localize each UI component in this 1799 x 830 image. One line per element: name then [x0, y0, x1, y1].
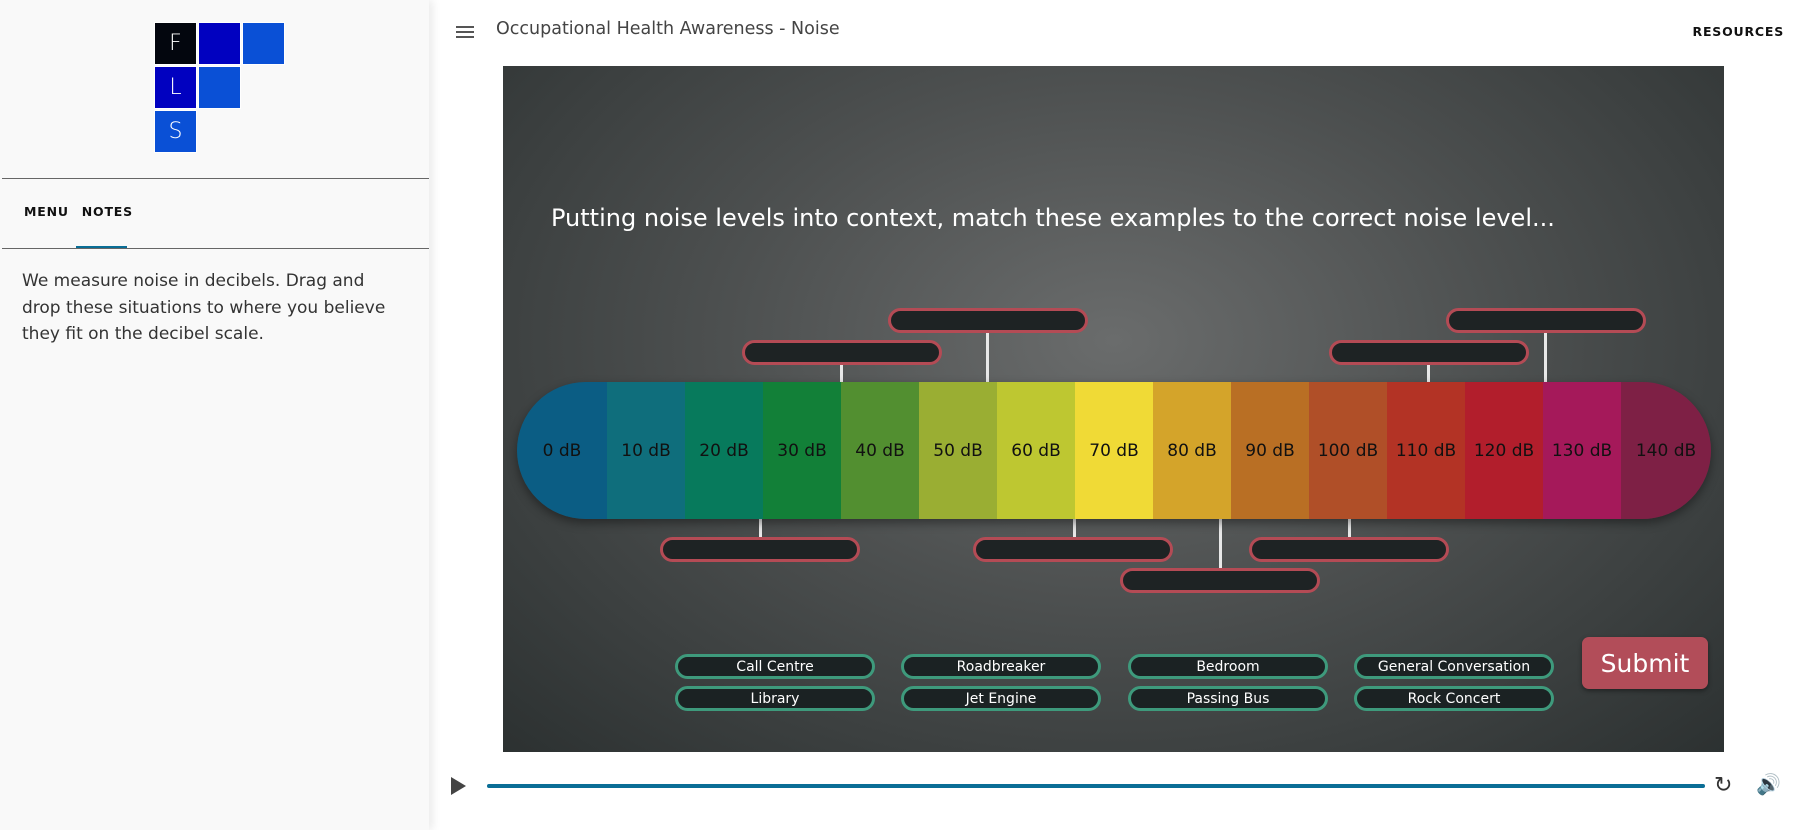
drop-slot[interactable]	[1329, 340, 1529, 365]
logo-square	[198, 66, 241, 109]
option-call-centre[interactable]: Call Centre	[675, 654, 875, 679]
sidebar-tabs: MENU NOTES	[24, 204, 133, 219]
option-library[interactable]: Library	[675, 686, 875, 711]
option-roadbreaker[interactable]: Roadbreaker	[901, 654, 1101, 679]
scale-segment: 100 dB	[1309, 382, 1387, 519]
slide-stage: Putting noise levels into context, match…	[503, 66, 1724, 752]
drop-slot[interactable]	[742, 340, 942, 365]
logo-letter-s: S	[154, 110, 197, 153]
connector-line	[759, 518, 762, 539]
scale-segment: 0 dB	[517, 382, 607, 519]
notes-text: We measure noise in decibels. Drag and d…	[22, 271, 386, 344]
connector-line	[1544, 332, 1547, 383]
scale-segment: 20 dB	[685, 382, 763, 519]
scale-segment: 120 dB	[1465, 382, 1543, 519]
connector-line	[986, 332, 989, 383]
connector-line	[1348, 518, 1351, 539]
drop-slot[interactable]	[888, 308, 1088, 333]
volume-icon[interactable]: 🔊	[1756, 772, 1781, 796]
option-passing-bus[interactable]: Passing Bus	[1128, 686, 1328, 711]
active-tab-indicator	[76, 246, 127, 249]
play-icon[interactable]	[451, 777, 466, 795]
scale-segment: 60 dB	[997, 382, 1075, 519]
option-jet-engine[interactable]: Jet Engine	[901, 686, 1101, 711]
logo-square	[198, 22, 241, 65]
logo-square	[242, 22, 285, 65]
replay-icon[interactable]: ↻	[1714, 773, 1733, 798]
tab-notes[interactable]: NOTES	[81, 204, 133, 219]
tab-menu[interactable]: MENU	[24, 204, 69, 219]
divider	[2, 248, 429, 249]
logo-letter-l: L	[154, 66, 197, 109]
sidebar: F L S MENU NOTES We measure noise in dec…	[0, 0, 429, 830]
connector-line	[1427, 364, 1430, 383]
scale-segment: 110 dB	[1387, 382, 1465, 519]
slide-heading: Putting noise levels into context, match…	[551, 204, 1555, 232]
fls-logo: F L S	[154, 22, 286, 154]
scale-segment: 40 dB	[841, 382, 919, 519]
progress-bar[interactable]	[487, 784, 1705, 788]
connector-line	[1219, 518, 1222, 571]
connector-line	[1073, 518, 1076, 539]
scale-segment: 30 dB	[763, 382, 841, 519]
scale-segment: 80 dB	[1153, 382, 1231, 519]
connector-line	[840, 364, 843, 383]
scale-segment: 10 dB	[607, 382, 685, 519]
header: Occupational Health Awareness - Noise RE…	[429, 0, 1799, 60]
logo-letter-f: F	[154, 22, 197, 65]
divider	[2, 178, 429, 179]
scale-segment: 90 dB	[1231, 382, 1309, 519]
resources-button[interactable]: RESOURCES	[1692, 24, 1784, 39]
scale-segment: 130 dB	[1543, 382, 1621, 519]
hamburger-menu-icon[interactable]	[456, 26, 474, 38]
option-rock-concert[interactable]: Rock Concert	[1354, 686, 1554, 711]
course-title: Occupational Health Awareness - Noise	[496, 19, 840, 39]
scale-segment: 140 dB	[1621, 382, 1711, 519]
scale-segment: 70 dB	[1075, 382, 1153, 519]
drop-slot[interactable]	[1120, 568, 1320, 593]
drop-slot[interactable]	[973, 537, 1173, 562]
progress-fill	[487, 784, 1705, 788]
drop-slot[interactable]	[1446, 308, 1646, 333]
scale-segment: 50 dB	[919, 382, 997, 519]
player-controls: ↻ 🔊	[429, 760, 1799, 820]
drop-slot[interactable]	[660, 537, 860, 562]
drop-slot[interactable]	[1249, 537, 1449, 562]
submit-button[interactable]: Submit	[1582, 637, 1708, 689]
option-bedroom[interactable]: Bedroom	[1128, 654, 1328, 679]
option-general-conversation[interactable]: General Conversation	[1354, 654, 1554, 679]
